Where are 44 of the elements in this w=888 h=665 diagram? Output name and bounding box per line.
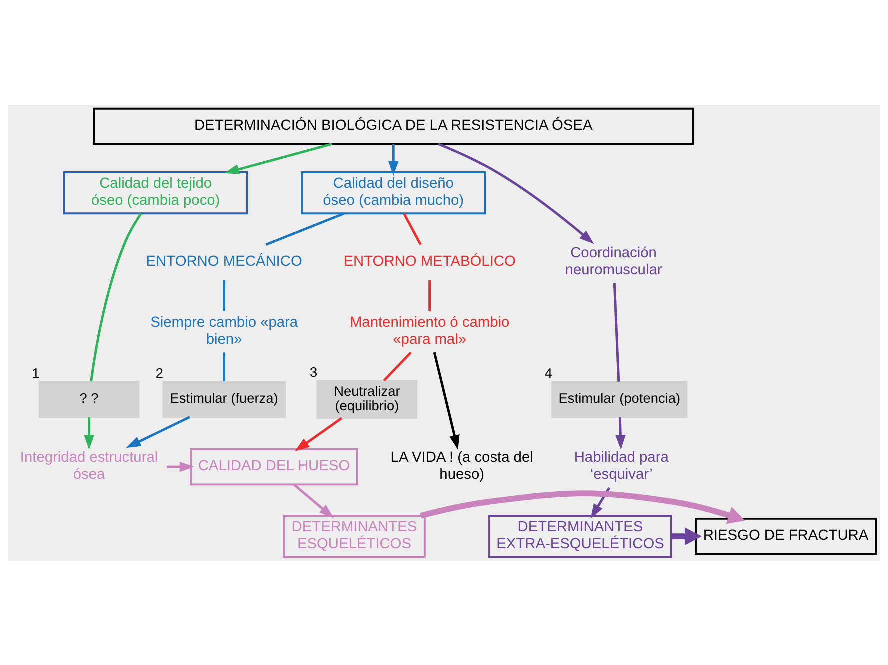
node-box: ? ? bbox=[38, 380, 140, 418]
node-label: 4 bbox=[544, 366, 553, 381]
node-label: 1 bbox=[32, 366, 40, 381]
node-text: ENTORNO METABÓLICO bbox=[344, 253, 516, 270]
arrow bbox=[433, 352, 460, 450]
arrow bbox=[224, 142, 332, 174]
connector bbox=[90, 212, 142, 382]
arrow bbox=[294, 416, 342, 451]
node-box: Calidad del diseño óseo (cambia mucho) bbox=[301, 171, 486, 214]
node-box: Estimular (potencia) bbox=[552, 380, 688, 418]
node-label: 2 bbox=[156, 366, 164, 381]
node-box: DETERMINANTES EXTRA-ESQUELÉTICOS bbox=[488, 514, 672, 558]
arrow bbox=[126, 416, 190, 448]
connector bbox=[383, 351, 412, 382]
node-text: Coordinación neuromuscular bbox=[565, 245, 662, 278]
node-box: Calidad del tejido óseo (cambia poco) bbox=[63, 171, 248, 214]
node-text: Habilidad para ‘esquivar’ bbox=[574, 450, 669, 482]
arrow bbox=[672, 527, 702, 545]
node-box: DETERMINANTES ESQUELÉTICOS bbox=[283, 514, 426, 558]
node-text: Integridad estructural ósea bbox=[20, 450, 158, 482]
node-box: DETERMINACIÓN BIOLÓGICA DE LA RESISTENCIA ÓSEA bbox=[93, 107, 694, 145]
node-box: Estimular (fuerza) bbox=[162, 380, 286, 418]
arrow bbox=[293, 483, 334, 518]
node-text: ENTORNO MECÁNICO bbox=[146, 253, 302, 270]
node-box: Neutralizar (equilibrio) bbox=[316, 379, 418, 419]
connector bbox=[223, 280, 226, 311]
node-text: LA VIDA ! (a costa del hueso) bbox=[390, 450, 534, 482]
arrow bbox=[84, 416, 94, 450]
node-label: 3 bbox=[310, 364, 318, 380]
node-box: RIESGO DE FRACTURA bbox=[695, 517, 877, 555]
arrow bbox=[166, 461, 195, 472]
connector bbox=[403, 212, 422, 245]
node-text: Mantenimiento ó cambio «para mal» bbox=[350, 314, 510, 348]
arrow bbox=[438, 142, 594, 244]
connector bbox=[428, 280, 432, 311]
connector bbox=[266, 212, 345, 246]
connector bbox=[613, 282, 620, 382]
arrow bbox=[420, 490, 746, 524]
arrow bbox=[616, 416, 626, 450]
arrow bbox=[590, 486, 611, 518]
node-text: Siempre cambio «para bien» bbox=[150, 314, 298, 348]
connector bbox=[223, 352, 226, 382]
arrow bbox=[388, 144, 399, 176]
node-box: CALIDAD DEL HUESO bbox=[190, 448, 358, 486]
